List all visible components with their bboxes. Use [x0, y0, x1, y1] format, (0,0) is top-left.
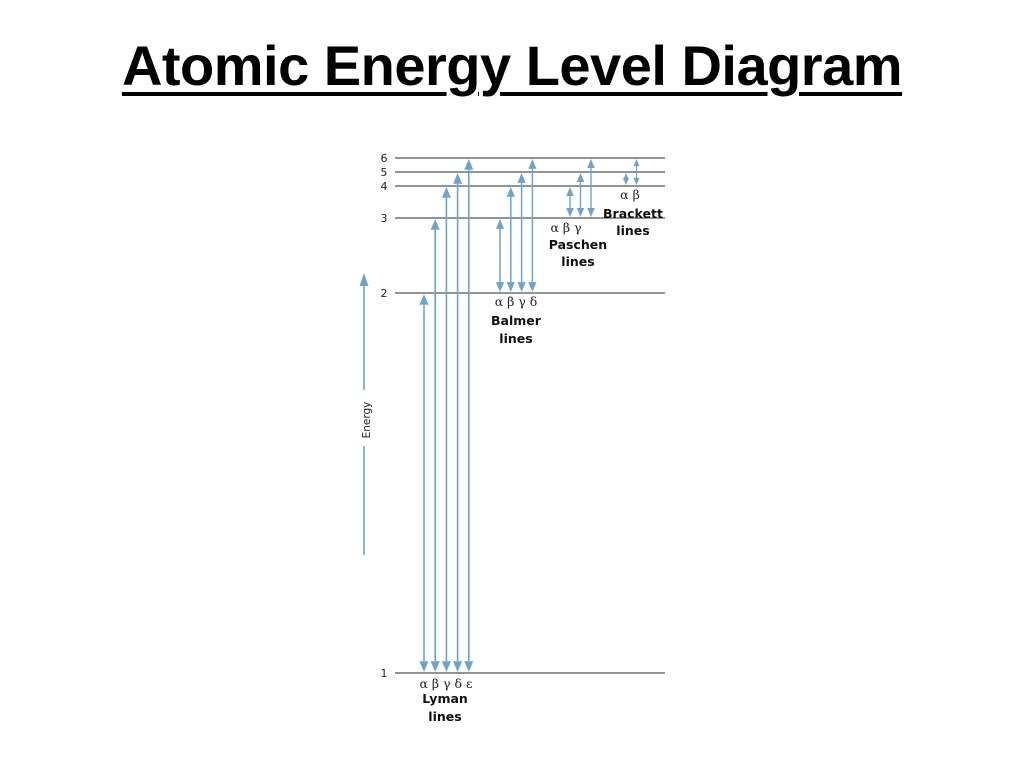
transition-balmer-2-5: [517, 173, 526, 292]
energy-level-number-6: 6: [381, 152, 388, 165]
transition-arrowhead-up: [506, 187, 515, 197]
energy-axis-arrowhead: [359, 273, 369, 286]
transition-arrowhead-down: [517, 282, 526, 292]
transition-lyman-1-2: [419, 294, 429, 672]
transition-arrowhead-down: [506, 282, 515, 292]
transition-arrowhead-up: [464, 159, 474, 170]
balmer-name-line-1: Balmer: [491, 313, 542, 328]
transition-lyman-1-5: [453, 173, 463, 672]
transition-arrowhead-up: [566, 187, 574, 196]
transition-arrowhead-up: [576, 173, 585, 182]
energy-axis: Energy: [359, 273, 373, 555]
transition-arrowhead-up: [441, 187, 451, 198]
transition-arrowhead-up: [517, 173, 526, 183]
transition-arrowhead-up: [633, 159, 640, 167]
brackett-greek-letters: α β: [620, 187, 640, 202]
slide-title: Atomic Energy Level Diagram: [121, 34, 903, 97]
transition-arrowhead-up: [453, 173, 463, 184]
brackett-name-line-2: lines: [616, 223, 649, 238]
lyman-greek-letters: α β γ δ ε: [419, 676, 472, 691]
paschen-greek-letters: α β γ: [550, 220, 581, 235]
balmer-name-line-2: lines: [499, 331, 532, 346]
transition-arrowhead-down: [430, 661, 440, 672]
energy-levels: 1 2 3 456: [381, 152, 665, 680]
energy-level-number-4: 4: [381, 180, 388, 193]
transition-arrowhead-up: [419, 294, 429, 305]
transition-balmer-2-3: [495, 219, 505, 292]
energy-level-number-1: 1: [381, 667, 388, 680]
transition-arrows: [419, 159, 640, 672]
lyman-name-line-2: lines: [428, 709, 461, 724]
energy-level-number-5: 5: [381, 166, 388, 179]
paschen-name-line-1: Paschen: [549, 237, 607, 252]
transition-lyman-1-4: [441, 187, 451, 672]
transition-arrowhead-down: [633, 177, 640, 185]
transition-arrowhead-down: [464, 661, 474, 672]
paschen-name-line-2: lines: [561, 254, 594, 269]
transition-arrowhead-down: [623, 177, 629, 185]
transition-arrowhead-down: [495, 282, 505, 292]
transition-balmer-2-6: [528, 159, 537, 292]
transition-paschen-3-4: [566, 187, 574, 217]
brackett-name-line-1: Brackett: [603, 206, 663, 221]
balmer-greek-letters: α β γ δ: [495, 294, 538, 309]
energy-level-number-2: 2: [381, 287, 388, 300]
transition-brackett-4-6: [633, 159, 640, 185]
transition-arrowhead-up: [495, 219, 505, 229]
energy-level-number-3: 3: [381, 212, 388, 225]
transition-arrowhead-up: [430, 219, 440, 230]
transition-arrowhead-down: [419, 661, 429, 672]
transition-arrowhead-down: [453, 661, 463, 672]
transition-arrowhead-down: [528, 282, 537, 292]
transition-lyman-1-3: [430, 219, 440, 672]
transition-paschen-3-5: [576, 173, 585, 217]
lyman-name-line-1: Lyman: [422, 691, 468, 706]
transition-arrowhead-down: [566, 208, 574, 217]
transition-arrowhead-down: [441, 661, 451, 672]
energy-axis-label: Energy: [361, 402, 373, 439]
transition-balmer-2-4: [506, 187, 515, 292]
transition-arrowhead-up: [528, 159, 537, 169]
transition-paschen-3-6: [587, 159, 595, 217]
transition-brackett-4-5: [623, 173, 629, 185]
transition-arrowhead-down: [576, 208, 585, 217]
transition-arrowhead-down: [587, 208, 595, 217]
transition-lyman-1-6: [464, 159, 474, 672]
transition-arrowhead-up: [587, 159, 595, 168]
